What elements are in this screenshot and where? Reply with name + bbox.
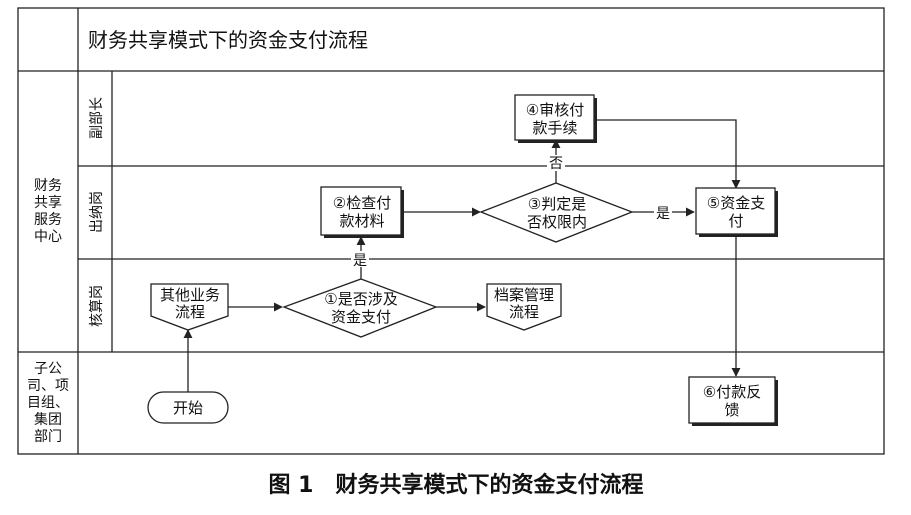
node-n4-line: 款手续: [532, 119, 577, 137]
node-start: 开始: [147, 391, 229, 424]
edge-label-yes-d3: 是: [656, 206, 670, 222]
lane-label-accountant: 核算岗: [89, 285, 105, 327]
group-subsidiary-line: 子公: [34, 361, 62, 377]
lane-label-deputy: 副部长: [89, 97, 105, 139]
edges: [183, 119, 741, 392]
diagram-title: 财务共享模式下的资金支付流程: [88, 28, 368, 52]
node-n5-line: ⑤资金支: [707, 194, 765, 212]
node-n2-line: 款材料: [339, 212, 384, 230]
group-label-center: 财务 共享 服务 中心: [34, 178, 62, 245]
node-archive-line: 档案管理: [494, 286, 554, 304]
node-payment-feedback: ⑥付款反 馈: [688, 376, 778, 426]
group-center-line: 财务: [34, 178, 62, 194]
node-other-process: 其他业务 流程: [150, 283, 229, 331]
node-check-materials: ②检查付 款材料: [320, 186, 404, 238]
group-subsidiary-line: 司、项: [27, 378, 69, 394]
group-center-line: 中心: [34, 229, 62, 245]
node-archive-process: 档案管理 流程: [486, 283, 562, 331]
node-decision-3: ③判定是 否权限内: [479, 182, 634, 243]
node-d1-line: 资金支付: [331, 308, 391, 326]
group-label-subsidiary: 子公 司、项 目组、 集团 部门: [27, 361, 69, 445]
group-subsidiary-line: 目组、: [27, 395, 69, 411]
node-other-line: 流程: [175, 303, 205, 321]
group-subsidiary-line: 部门: [34, 429, 62, 445]
node-n4-line: ④审核付: [526, 101, 584, 119]
edge-label-yes-d1: 是: [353, 253, 367, 269]
node-n2-line: ②检查付: [333, 194, 391, 212]
node-archive-line: 流程: [509, 303, 539, 321]
edge-label-no-d3: 否: [549, 156, 563, 172]
node-d3-line: 否权限内: [527, 213, 587, 231]
figure-caption: 图 1 财务共享模式下的资金支付流程: [269, 472, 644, 498]
node-d3-line: ③判定是: [528, 195, 586, 213]
group-center-line: 共享: [34, 194, 62, 211]
group-center-line: 服务: [34, 212, 62, 228]
node-start-label: 开始: [173, 399, 203, 417]
node-fund-payment: ⑤资金支 付: [695, 187, 778, 237]
node-n6-line: 馈: [724, 401, 739, 419]
node-review-procedures: ④审核付 款手续: [514, 94, 597, 143]
node-other-line: 其他业务: [160, 286, 220, 304]
node-n6-line: ⑥付款反: [703, 383, 761, 401]
edge-n4-to-n5: [596, 119, 741, 189]
node-decision-1: ①是否涉及 资金支付: [282, 278, 438, 338]
group-subsidiary-line: 集团: [34, 411, 62, 428]
lane-label-cashier: 出纳岗: [89, 191, 105, 233]
node-n5-line: 付: [728, 212, 743, 230]
node-d1-line: ①是否涉及: [324, 290, 397, 308]
swimlane-grid: [17, 7, 885, 455]
